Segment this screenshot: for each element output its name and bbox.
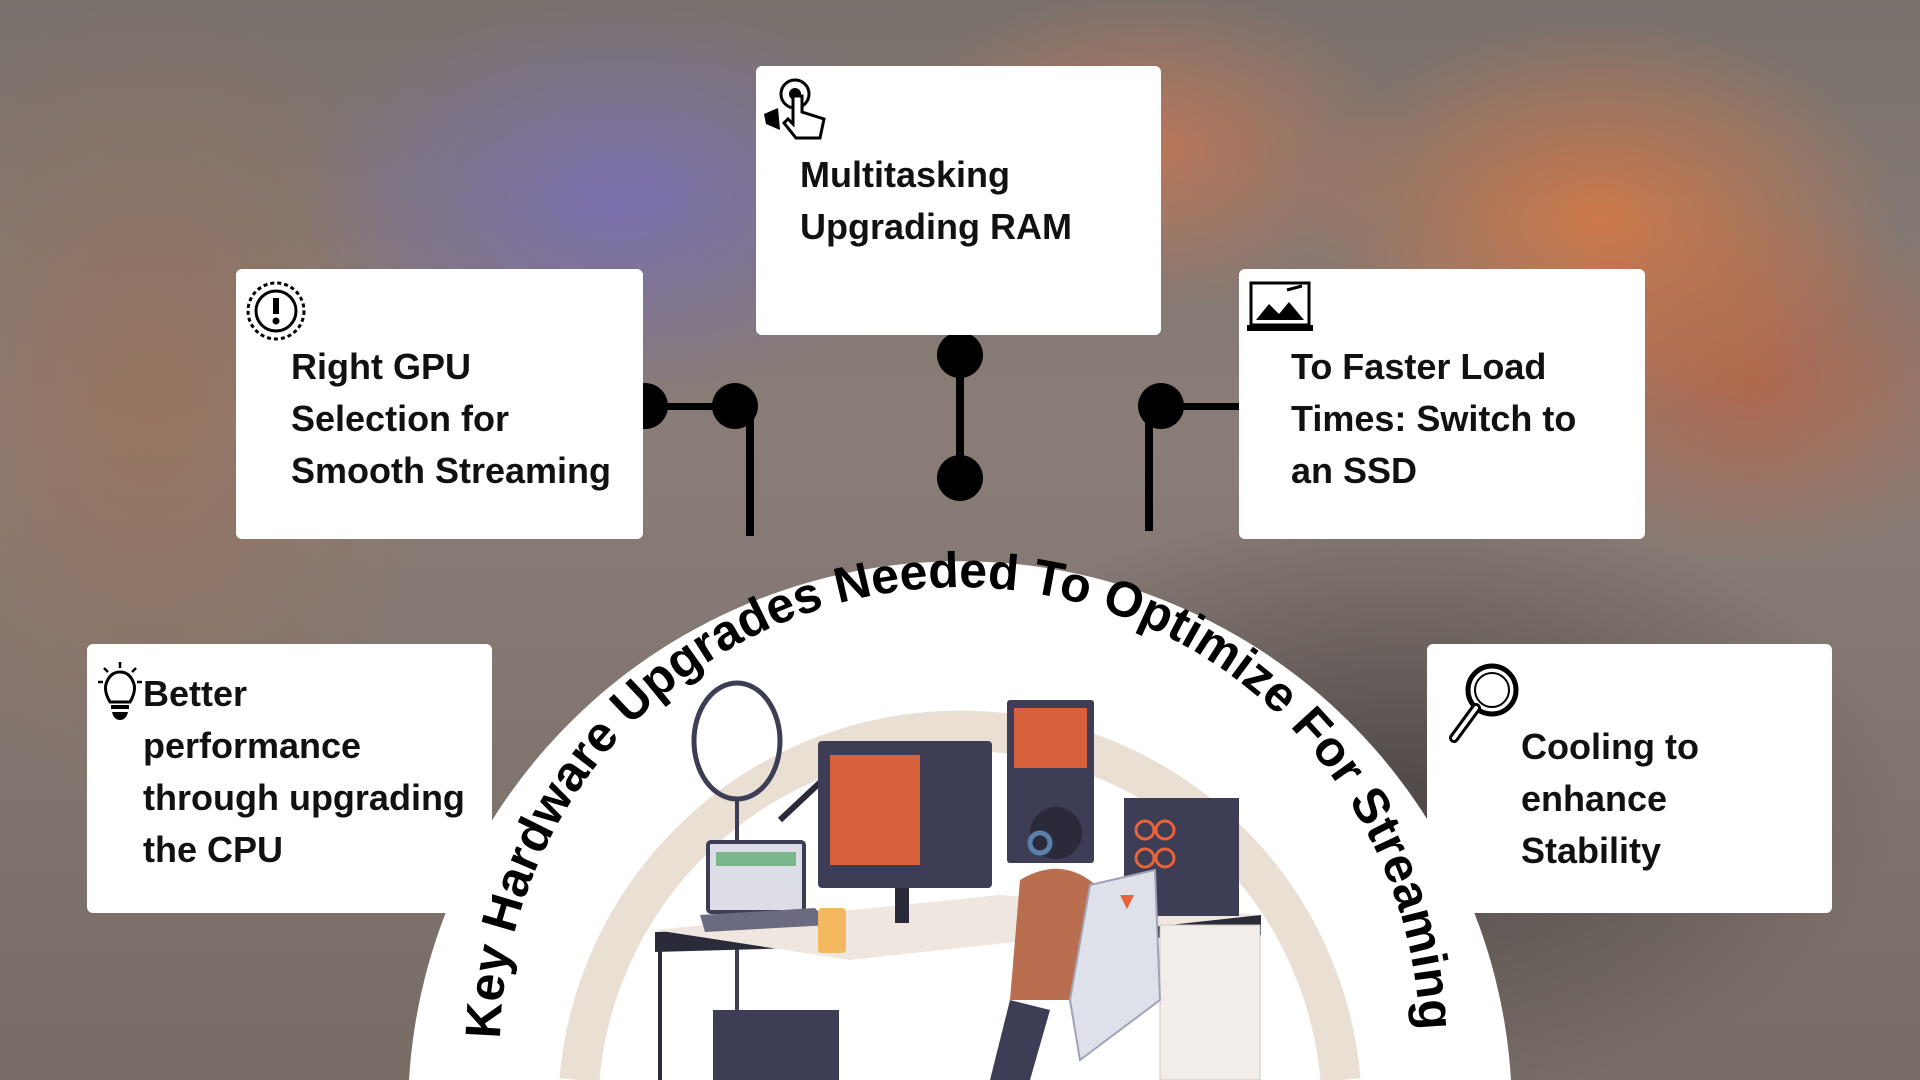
drawer-unit — [1159, 924, 1261, 1080]
card-cpu-text: Better performance through upgrading the… — [143, 668, 465, 876]
text-line: Selection for — [291, 398, 510, 439]
laptop-keyboard — [700, 908, 830, 932]
text-line: through upgrading — [143, 777, 465, 818]
text-line: Multitasking — [800, 154, 1011, 195]
connector-ram-v — [956, 350, 964, 480]
text-line: the CPU — [143, 829, 284, 870]
text-line: Times: Switch to — [1291, 398, 1577, 439]
person-legs — [990, 1000, 1050, 1080]
text-line: Stability — [1521, 830, 1662, 871]
monitor-stand — [895, 888, 909, 923]
connector-gpu-h — [643, 403, 748, 410]
drink-cup — [818, 908, 846, 953]
floor-tower — [713, 1010, 839, 1080]
card-ssd-text: To Faster Load Times: Switch to an SSD — [1291, 341, 1576, 497]
vertical-monitor-art — [1014, 708, 1087, 768]
card-ram — [756, 66, 1161, 335]
card-gpu-text: Right GPU Selection for Smooth Streaming — [291, 341, 611, 497]
text-line: Upgrading RAM — [800, 206, 1072, 247]
chair-logo — [1120, 895, 1134, 909]
text-line: performance — [143, 725, 362, 766]
card-cooling — [1427, 644, 1832, 913]
monitor-game-art — [830, 755, 920, 865]
streamer-desk-illustration — [655, 680, 1261, 1080]
connector-ssd-v — [1145, 406, 1153, 531]
fan — [1154, 819, 1176, 841]
ring-light — [691, 680, 783, 802]
text-line: an SSD — [1291, 450, 1418, 491]
fan — [1134, 819, 1156, 841]
click-hand-icon — [764, 78, 826, 140]
text-line: Right GPU — [291, 346, 471, 387]
magnifier-icon — [1449, 663, 1519, 743]
gear-alert-icon — [246, 281, 306, 341]
connector-gpu-v — [746, 406, 754, 536]
text-line: To Faster Load — [1291, 346, 1547, 387]
laptop-drawing-icon — [1247, 281, 1313, 331]
fan — [1134, 847, 1156, 869]
card-cpu — [87, 644, 492, 913]
person-head — [1030, 807, 1082, 859]
text-line: Smooth Streaming — [291, 450, 612, 491]
laptop-screen-header — [716, 852, 796, 866]
card-cooling-text: Cooling to enhance Stability — [1521, 721, 1699, 877]
text-line: enhance — [1521, 778, 1668, 819]
gaming-chair — [1068, 868, 1162, 1062]
connector-ssd-h — [1161, 403, 1241, 410]
text-line: Better — [143, 673, 248, 714]
fan — [1154, 847, 1176, 869]
connector-dot — [937, 455, 983, 501]
lightbulb-icon — [98, 662, 142, 720]
text-line: Cooling to — [1521, 726, 1699, 767]
headphones — [1027, 830, 1053, 856]
card-ram-text: Multitasking Upgrading RAM — [800, 149, 1072, 253]
beige-ring — [559, 710, 1361, 1080]
